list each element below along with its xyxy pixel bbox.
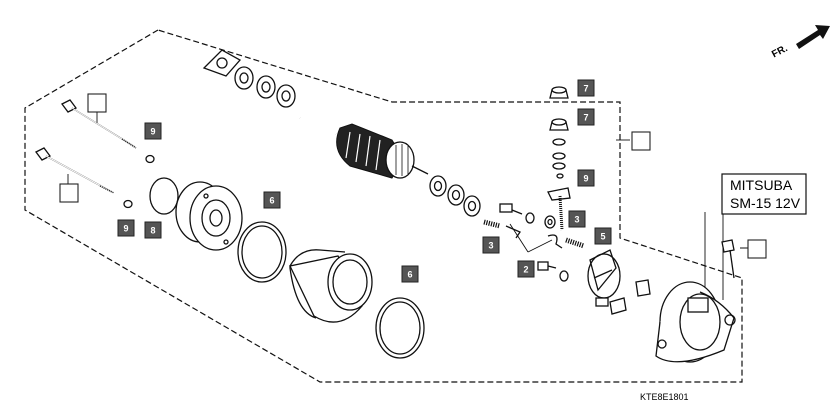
- front-cover: [175, 181, 243, 251]
- washer-small-a: [145, 154, 155, 164]
- label-7a: 7: [583, 84, 588, 94]
- assembly-boundary: [24, 29, 743, 383]
- arrow-icon: [796, 25, 830, 49]
- seal-ring-6-right: [375, 297, 425, 359]
- brush-spring-left: [483, 219, 501, 229]
- label-7b: 7: [583, 113, 588, 123]
- washer-small-b: [123, 199, 133, 209]
- rear-cover-bolt: [721, 239, 735, 279]
- rear-cover: [655, 281, 736, 363]
- brush-holder: [587, 249, 621, 307]
- label-3a: 3: [488, 241, 493, 251]
- part-reference-labels: 9 9 8 6 6 3 3 2 5 7 7 9: [59, 79, 767, 283]
- small-clip-b: [609, 297, 627, 315]
- label-3b: 3: [574, 215, 579, 225]
- terminal-stud-stack: [547, 86, 571, 231]
- label-8: 8: [150, 226, 155, 236]
- ref-box-bolt-lower: [59, 183, 79, 203]
- yoke-housing: [289, 249, 373, 323]
- ref-box-nut: [631, 131, 651, 151]
- label-9c: 9: [583, 174, 588, 184]
- drawing-code: KTE8E1801: [640, 392, 689, 402]
- callout-line-1: MITSUBA: [730, 177, 793, 193]
- label-2: 2: [523, 265, 528, 275]
- lock-plate: [202, 49, 242, 77]
- o-ring-8: [149, 177, 179, 215]
- label-9a: 9: [150, 127, 155, 137]
- direction-label: FR.: [770, 43, 790, 60]
- terminal-bolt-parts: [499, 203, 569, 282]
- ref-box-bolt-upper: [87, 93, 107, 113]
- manufacturer-callout: MITSUBA SM-15 12V: [721, 173, 807, 215]
- long-bolt-upper: [61, 99, 137, 149]
- leader-lines: [67, 112, 762, 300]
- label-5: 5: [600, 232, 605, 242]
- thrust-washers-upper: [234, 66, 296, 108]
- callout-line-2: SM-15 12V: [730, 195, 801, 211]
- label-9b: 9: [123, 224, 128, 234]
- thrust-washers-lower: [429, 175, 481, 217]
- ref-box-rear-bolt: [747, 239, 767, 259]
- armature: [298, 115, 429, 179]
- front-direction-indicator: FR.: [770, 25, 830, 60]
- brush-spring-right: [565, 237, 585, 249]
- seal-ring-6-left: [237, 221, 287, 283]
- label-6a: 6: [269, 196, 274, 206]
- label-6b: 6: [407, 270, 412, 280]
- long-bolt-lower: [35, 147, 115, 194]
- small-clip-a: [635, 279, 651, 297]
